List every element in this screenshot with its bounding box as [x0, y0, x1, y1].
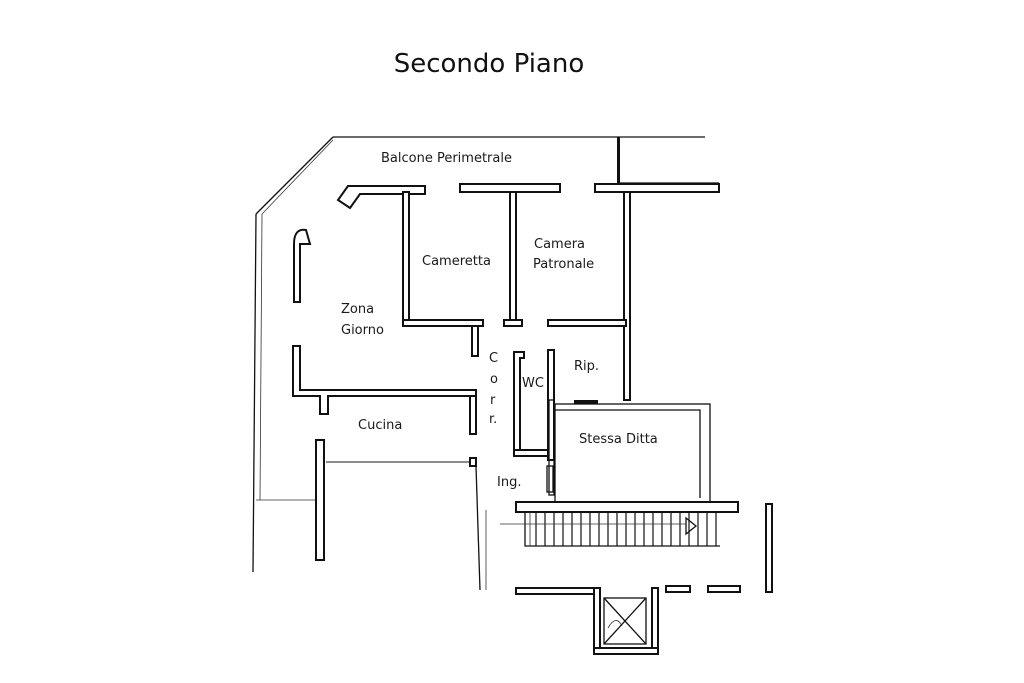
room-labels: Balcone Perimetrale Cameretta Camera Pat…	[341, 151, 658, 490]
label-corridoio-r: r	[490, 393, 496, 408]
label-camera-line2: Patronale	[533, 257, 594, 272]
plan-title: Secondo Piano	[394, 49, 585, 79]
label-corridoio-o: o	[490, 372, 498, 387]
staircase	[500, 501, 739, 547]
label-corridoio-r2: r.	[489, 412, 497, 427]
label-camera-line1: Camera	[534, 237, 585, 252]
label-ripostiglio: Rip.	[574, 359, 599, 374]
label-zona-line1: Zona	[341, 302, 374, 317]
elevator-shaft	[515, 587, 659, 655]
balcony-front-walls	[336, 183, 720, 210]
outer-walls	[252, 136, 719, 573]
label-corridoio-c: C	[489, 351, 498, 366]
label-balcone-perimetrale: Balcone Perimetrale	[381, 151, 512, 166]
interior-walls	[292, 191, 711, 591]
label-wc: WC	[522, 376, 544, 391]
label-cucina: Cucina	[358, 418, 402, 433]
label-ingresso: Ing.	[497, 475, 521, 490]
label-zona-line2: Giorno	[341, 323, 384, 338]
label-stessa-ditta: Stessa Ditta	[579, 432, 658, 447]
right-posts	[665, 503, 773, 593]
label-cameretta: Cameretta	[422, 254, 491, 269]
